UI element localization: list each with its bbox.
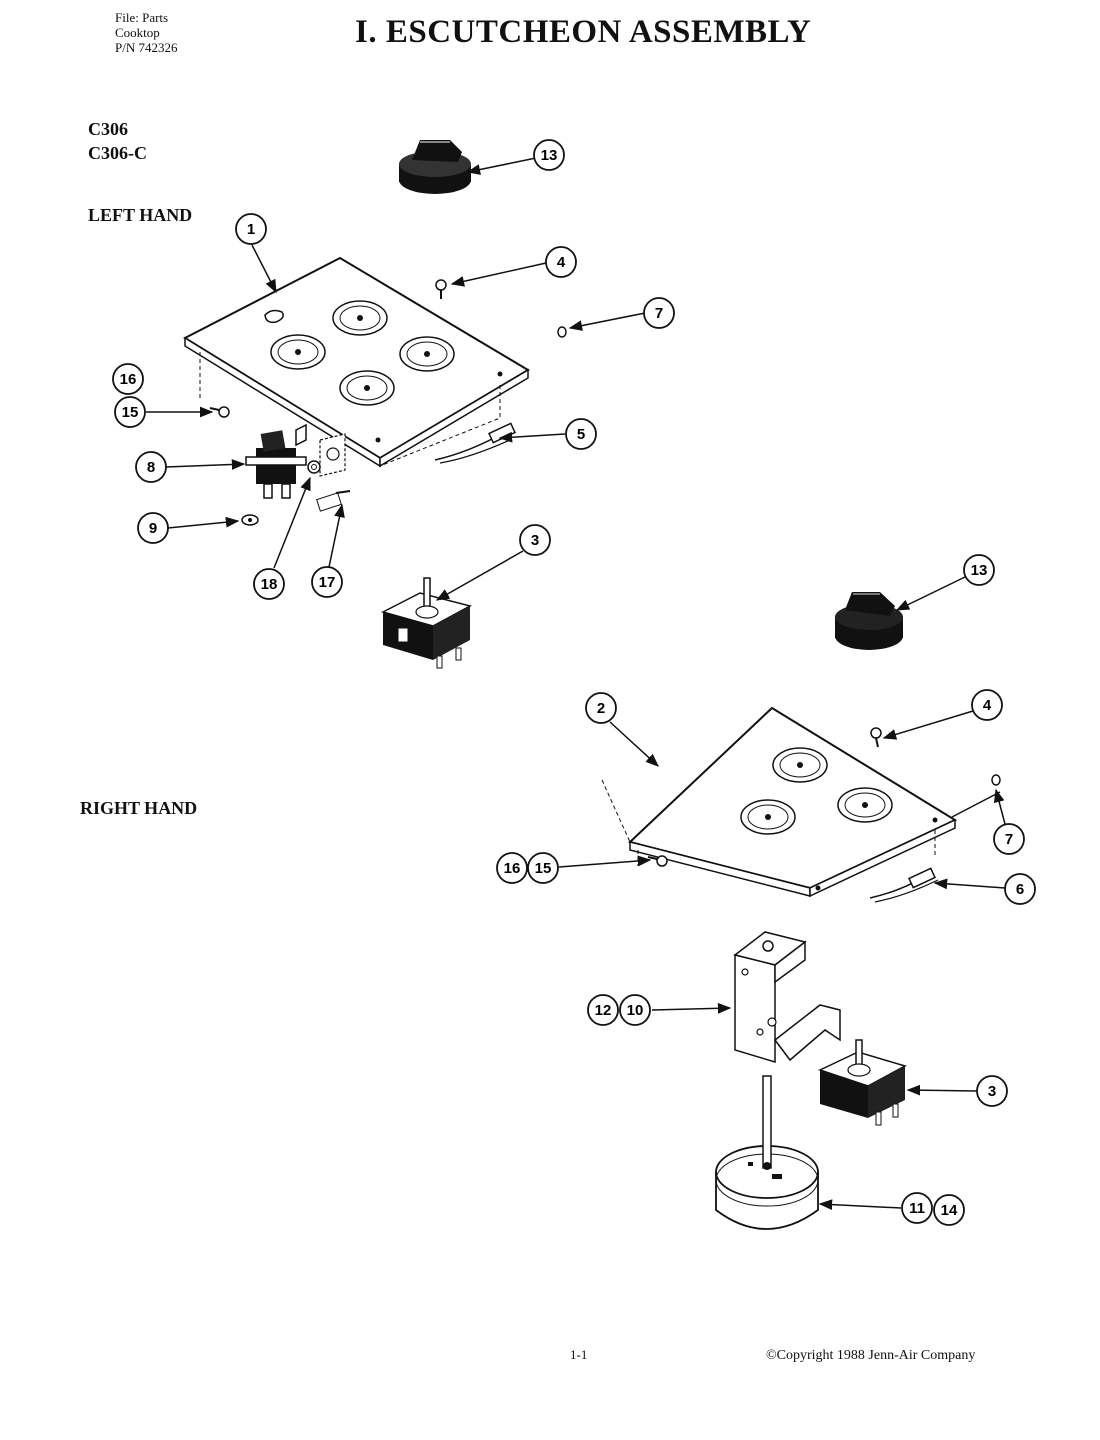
file-line: Cooktop	[115, 25, 160, 40]
callout-leaders	[146, 157, 1006, 1210]
svg-text:4: 4	[557, 254, 566, 271]
svg-text:8: 8	[147, 459, 155, 476]
callout-4b: 4	[971, 689, 1003, 721]
screw-4-right	[870, 727, 882, 748]
screw-15-right	[647, 855, 668, 867]
knob-13-top	[399, 140, 471, 194]
svg-text:17: 17	[319, 574, 336, 591]
file-line: P/N 742326	[115, 40, 178, 55]
callout-7b: 7	[993, 823, 1025, 855]
svg-text:1: 1	[247, 221, 255, 238]
svg-text:15: 15	[535, 860, 552, 877]
file-info: File: Parts Cooktop P/N 742326	[115, 10, 177, 55]
callout-15b: 15	[527, 852, 559, 884]
svg-text:11: 11	[909, 1200, 925, 1217]
svg-text:3: 3	[988, 1083, 996, 1100]
model-number: C306-C	[88, 143, 147, 163]
copyright-notice: ©Copyright 1988 Jenn-Air Company	[766, 1348, 976, 1363]
callout-6: 6	[1004, 873, 1036, 905]
page-number: 1-1	[570, 1347, 588, 1362]
svg-text:2: 2	[597, 700, 605, 717]
left-hand-label: LEFT HAND	[88, 205, 193, 225]
callout-10: 10	[619, 994, 651, 1026]
screw-15-left	[209, 406, 230, 418]
svg-text:13: 13	[541, 147, 558, 164]
callout-circles: 13 1 4 7 16 15 5 8 9 3 18 17 13 2 4 7 16…	[112, 139, 1036, 1226]
plug-7-right	[991, 774, 1001, 786]
infinite-switch-3-right	[817, 1039, 907, 1126]
callout-3a: 3	[519, 524, 551, 556]
svg-text:16: 16	[120, 371, 137, 388]
callout-14: 14	[933, 1194, 965, 1226]
callout-18: 18	[253, 568, 285, 600]
callout-15a: 15	[114, 396, 146, 428]
svg-text:7: 7	[1005, 831, 1013, 848]
svg-text:4: 4	[983, 697, 992, 714]
svg-text:5: 5	[577, 426, 585, 443]
callout-11: 11	[901, 1192, 933, 1224]
callout-16b: 16	[496, 852, 528, 884]
svg-text:15: 15	[122, 404, 139, 421]
callout-13a: 13	[533, 139, 565, 171]
svg-text:7: 7	[655, 305, 663, 322]
escutcheon-plate-right	[601, 706, 958, 903]
callout-3b: 3	[976, 1075, 1008, 1107]
svg-text:14: 14	[941, 1202, 958, 1219]
knob-13-right	[835, 592, 903, 650]
screw-4-left	[435, 279, 447, 299]
callout-4a: 4	[545, 246, 577, 278]
callout-12: 12	[587, 994, 619, 1026]
callout-7a: 7	[643, 297, 675, 329]
svg-text:10: 10	[627, 1002, 644, 1019]
svg-text:12: 12	[595, 1002, 612, 1019]
plug-7-left	[557, 326, 567, 338]
file-line: File: Parts	[115, 10, 169, 25]
svg-text:16: 16	[504, 860, 521, 877]
callout-9: 9	[137, 512, 169, 544]
rocker-switch-8	[245, 423, 307, 499]
model-number: C306	[88, 119, 128, 139]
callout-16a: 16	[112, 363, 144, 395]
callout-17: 17	[311, 566, 343, 598]
svg-text:6: 6	[1016, 881, 1024, 898]
callout-5: 5	[565, 418, 597, 450]
escutcheon-plate-left	[182, 256, 530, 468]
svg-text:13: 13	[971, 562, 988, 579]
callout-2: 2	[585, 692, 617, 724]
svg-text:9: 9	[149, 520, 157, 537]
svg-text:18: 18	[261, 576, 278, 593]
mounting-bracket-10	[733, 931, 841, 1064]
right-hand-label: RIGHT HAND	[80, 798, 198, 818]
model-list: C306 C306-C	[88, 117, 147, 165]
infinite-switch-3-left	[380, 577, 473, 669]
nut-18	[307, 460, 321, 474]
callout-8: 8	[135, 451, 167, 483]
callout-13b: 13	[963, 554, 995, 586]
page-title: I. ESCUTCHEON ASSEMBLY	[355, 14, 812, 50]
bracket-17	[316, 433, 351, 512]
control-11	[715, 1075, 819, 1230]
callout-1: 1	[235, 213, 267, 245]
svg-text:3: 3	[531, 532, 539, 549]
clip-9	[241, 514, 259, 526]
